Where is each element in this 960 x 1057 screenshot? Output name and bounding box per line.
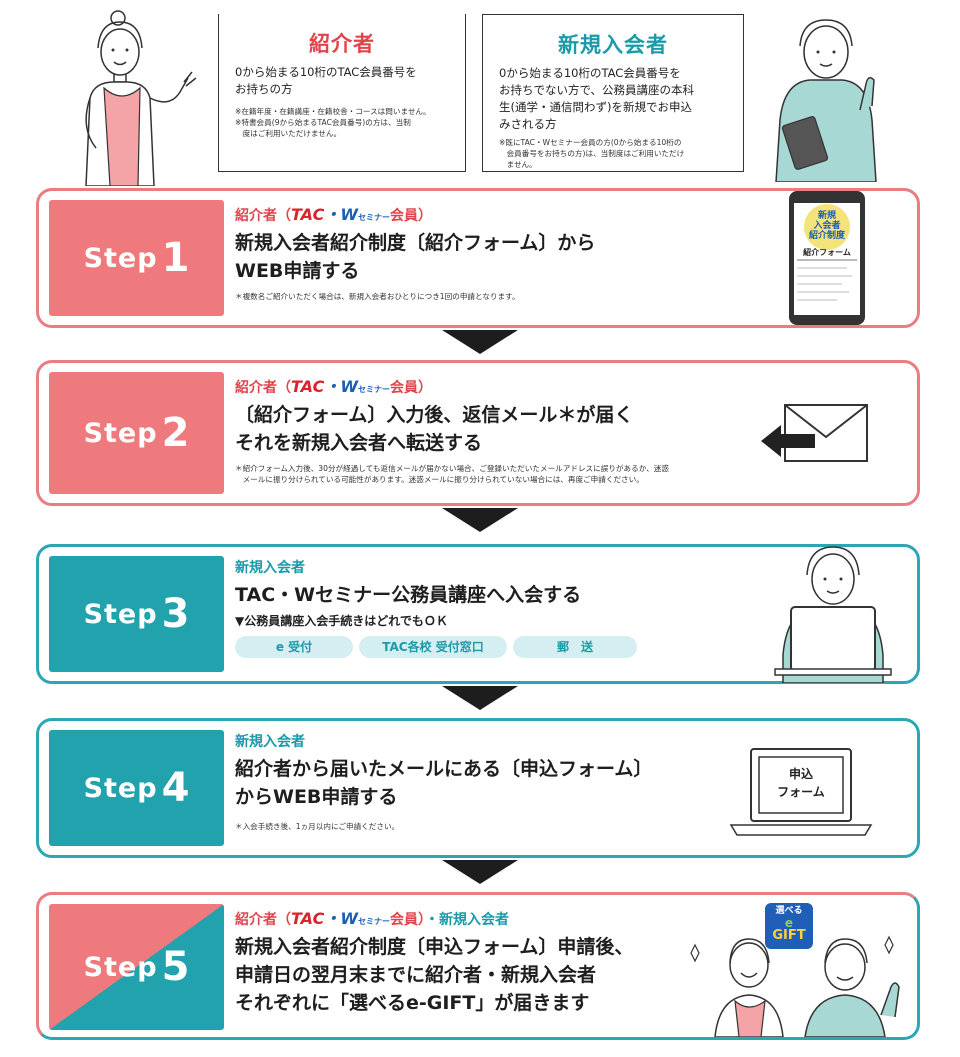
step-2-body: 紹介者（TAC・Wセミナー会員） 〔紹介フォーム〕入力後、返信メール＊が届く そ… — [235, 373, 747, 485]
step-5-role: 紹介者（TAC・Wセミナー会員）・新規入会者 — [235, 905, 717, 929]
step-3-number: 3 — [161, 591, 190, 637]
new-member-person-illustration — [775, 19, 877, 182]
seminar-text: セミナー — [357, 917, 390, 926]
smartphone-form-illustration: 新規 入会者 紹介制度 紹介フォーム — [787, 191, 867, 325]
step-4-word: Step — [83, 772, 158, 804]
step-2-title: 〔紹介フォーム〕入力後、返信メール＊が届く それを新規入会者へ転送する — [235, 404, 634, 454]
arrow-down-3 — [442, 686, 518, 710]
w-logo-text: W — [340, 909, 358, 928]
header: 紹介者 0から始まる10桁のTAC会員番号を お持ちの方 ※在籍年度・在籍講座・… — [0, 0, 960, 186]
laptop-icon — [729, 748, 873, 836]
form-badge-text: 新規 入会者 紹介制度 — [787, 211, 867, 241]
step-4-badge: Step 4 — [49, 730, 224, 846]
member-suffix: 会員） — [389, 380, 432, 396]
referrer-prefix: 紹介者（ — [235, 912, 291, 928]
step-2-word: Step — [83, 417, 158, 449]
gift-line-1: 選べる — [775, 906, 803, 916]
mail-forward-icon — [761, 404, 868, 462]
seminar-text: セミナー — [357, 213, 390, 222]
referrer-note: ※在籍年度・在籍講座・在籍校舎・コースは問いません。 ※特書会員(9から始まるT… — [235, 107, 431, 138]
screen-line-1: 申込 — [788, 767, 813, 781]
smartphone-icon — [789, 191, 865, 325]
new-member-title: 新規入会者 — [558, 33, 668, 57]
w-logo-text: W — [340, 205, 358, 224]
step-4-number: 4 — [161, 765, 190, 811]
step-1-number: 1 — [161, 235, 190, 281]
step-3-title: TAC・Wセミナー公務員講座へ入会する — [235, 584, 582, 606]
person-at-laptop-illustration — [774, 546, 892, 683]
step-5-title: 新規入会者紹介制度〔申込フォーム〕申請後、 申請日の翌月末までに紹介者・新規入会… — [235, 936, 634, 1014]
new-member-suffix: ・新規入会者 — [424, 912, 509, 928]
step-4-note: ＊入会手続き後、1ヵ月以内にご申請ください。 — [235, 822, 400, 831]
seminar-text: セミナー — [357, 385, 390, 394]
step-1-badge: Step 1 — [49, 200, 224, 316]
two-people-celebrating-illustration — [690, 935, 900, 1037]
step-2-badge: Step 2 — [49, 372, 224, 494]
step-2-note: ＊紹介フォーム入力後、30分が経過しても返信メールが届かない場合、ご登録いただい… — [235, 464, 669, 484]
step-1-body: 紹介者（TAC・Wセミナー会員） 新規入会者紹介制度〔紹介フォーム〕から WEB… — [235, 201, 737, 302]
step-3-badge: Step 3 — [49, 556, 224, 672]
step-2-role: 紹介者（TAC・Wセミナー会員） — [235, 373, 747, 397]
step-5-badge: Step 5 — [49, 904, 224, 1030]
member-suffix: 会員） — [389, 912, 425, 928]
gift-line-2: GIFT — [772, 928, 806, 943]
laptop-form-illustration: 申込 フォーム — [729, 745, 873, 837]
referrer-description: 0から始まる10桁のTAC会員番号を お持ちの方 — [235, 65, 417, 96]
member-suffix: 会員） — [389, 208, 432, 224]
referrer-title: 紹介者 — [309, 32, 375, 56]
step-3-word: Step — [83, 598, 158, 630]
new-member-definition-bubble: 新規入会者 0から始まる10桁のTAC会員番号を お持ちでない方で、公務員講座の… — [482, 14, 744, 172]
step-5-card: Step 5 紹介者（TAC・Wセミナー会員）・新規入会者 新規入会者紹介制度〔… — [36, 892, 920, 1040]
step-5-word: Step — [83, 951, 158, 983]
step-3-subnote: ▼公務員講座入会手続きはどれでもＯＫ — [235, 614, 448, 628]
referrer-prefix: 紹介者（ — [235, 380, 291, 396]
step-4-role: 新規入会者 — [235, 734, 305, 750]
referrer-person-illustration — [85, 10, 197, 186]
step-4-body: 新規入会者 紹介者から届いたメールにある〔申込フォーム〕 からWEB申請する ＊… — [235, 731, 737, 832]
laptop-screen-text: 申込 フォーム — [759, 765, 843, 801]
step-5-body: 紹介者（TAC・Wセミナー会員）・新規入会者 新規入会者紹介制度〔申込フォーム〕… — [235, 905, 717, 1017]
arrow-down-2 — [442, 508, 518, 532]
badge-line-1: 新規 — [817, 211, 836, 221]
form-label: 紹介フォーム — [803, 248, 851, 257]
w-logo-text: W — [340, 377, 358, 396]
badge-line-2: 入会者 — [813, 221, 841, 231]
option-e-uketsuke[interactable]: e 受付 — [235, 636, 353, 658]
arrow-down-1 — [442, 330, 518, 354]
enrollment-options: e 受付 TAC各校 受付窓口 郵 送 — [235, 636, 737, 658]
step-1-word: Step — [83, 242, 158, 274]
new-member-description: 0から始まる10桁のTAC会員番号を お持ちでない方で、公務員講座の本科 生(通… — [499, 66, 695, 131]
step-2-card: Step 2 紹介者（TAC・Wセミナー会員） 〔紹介フォーム〕入力後、返信メー… — [36, 360, 920, 506]
step-4-card: Step 4 新規入会者 紹介者から届いたメールにある〔申込フォーム〕 からWE… — [36, 718, 920, 858]
step-1-card: Step 1 紹介者（TAC・Wセミナー会員） 新規入会者紹介制度〔紹介フォーム… — [36, 188, 920, 328]
step-4-title: 紹介者から届いたメールにある〔申込フォーム〕 からWEB申請する — [235, 758, 653, 808]
step-3-card: Step 3 新規入会者 TAC・Wセミナー公務員講座へ入会する ▼公務員講座入… — [36, 544, 920, 684]
option-mail[interactable]: 郵 送 — [513, 636, 637, 658]
tac-logo-text: TAC — [291, 909, 325, 928]
step-1-note: ＊複数名ご紹介いただく場合は、新規入会者おひとりにつき1回の申請となります。 — [235, 292, 520, 301]
screen-line-2: フォーム — [777, 785, 825, 799]
step-1-title: 新規入会者紹介制度〔紹介フォーム〕から WEB申請する — [235, 232, 596, 282]
dot-separator: ・ — [324, 205, 341, 224]
e-gift-logo: 選べる e GIFT — [765, 903, 813, 949]
option-school-counter[interactable]: TAC各校 受付窓口 — [359, 636, 507, 658]
step-1-role: 紹介者（TAC・Wセミナー会員） — [235, 201, 737, 225]
step-3-body: 新規入会者 TAC・Wセミナー公務員講座へ入会する ▼公務員講座入会手続きはどれ… — [235, 557, 737, 658]
step-3-role: 新規入会者 — [235, 560, 305, 576]
referrer-prefix: 紹介者（ — [235, 208, 291, 224]
dot-separator: ・ — [324, 377, 341, 396]
tac-logo-text: TAC — [291, 377, 325, 396]
dot-separator: ・ — [324, 909, 341, 928]
referrer-definition-bubble: 紹介者 0から始まる10桁のTAC会員番号を お持ちの方 ※在籍年度・在籍講座・… — [218, 14, 466, 172]
badge-line-3: 紹介制度 — [808, 231, 845, 241]
step-2-number: 2 — [161, 410, 190, 456]
step-5-number: 5 — [161, 944, 190, 990]
tac-logo-text: TAC — [291, 205, 325, 224]
new-member-note: ※既にTAC・Wセミナー会員の方(0から始まる10桁の 会員番号をお持ちの方)は… — [499, 138, 685, 169]
gift-e: e — [784, 916, 794, 930]
arrow-down-4 — [442, 860, 518, 884]
